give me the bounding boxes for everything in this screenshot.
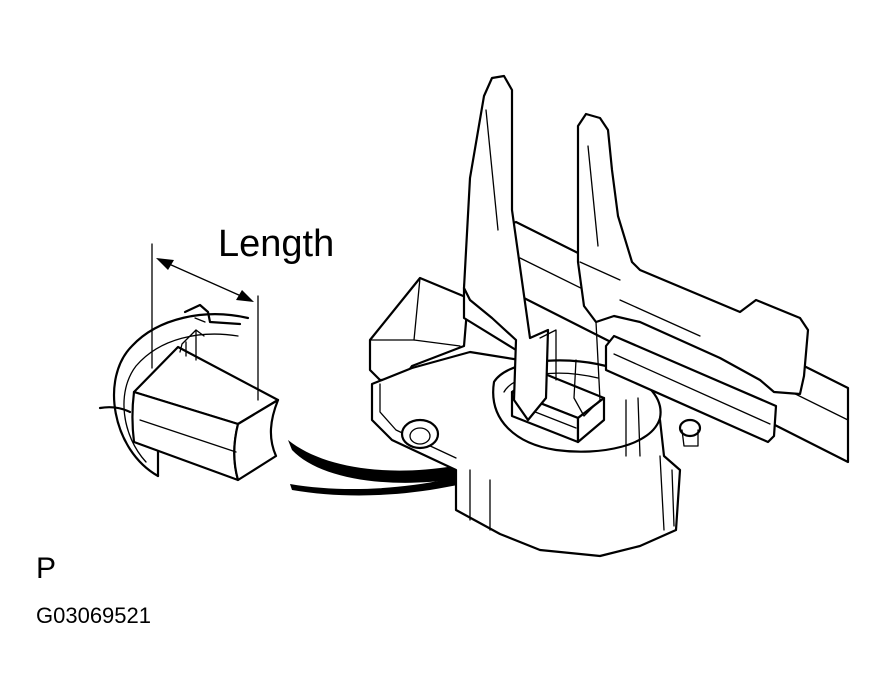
brush-holder-circle — [112, 313, 250, 478]
length-label: Length — [218, 223, 335, 265]
dimension-arrow-line — [159, 259, 251, 301]
holder-left-block — [368, 276, 470, 382]
caliper-sliding-jaw — [576, 112, 810, 396]
mounting-hole — [400, 418, 440, 450]
brush-detail — [98, 243, 280, 482]
caliper-fixed-jaw — [462, 74, 550, 422]
view-label: P — [36, 552, 57, 585]
figure-code: G03069521 — [36, 603, 151, 628]
dimension-arrowhead-left — [156, 258, 174, 270]
vernier-caliper — [462, 74, 850, 464]
brush-end-face — [233, 398, 280, 482]
side-pin — [678, 418, 702, 438]
dimension-arrowhead-right — [236, 290, 254, 302]
